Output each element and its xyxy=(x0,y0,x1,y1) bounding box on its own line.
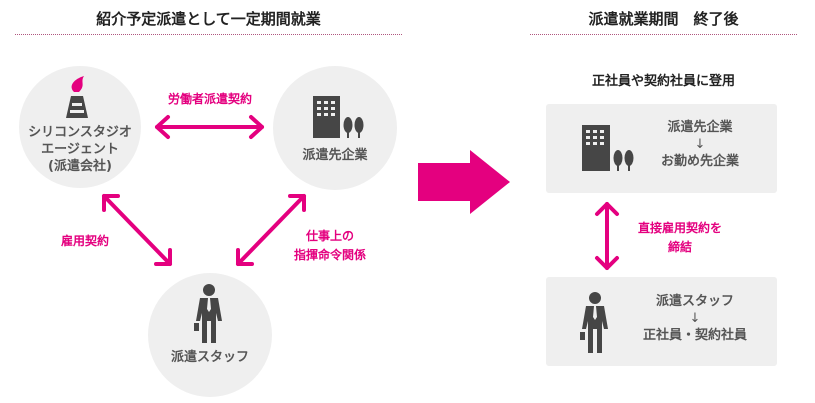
employment-contract-label: 雇用契約 xyxy=(60,234,109,248)
agency-label: シリコンスタジオ エージェント (派遣会社) xyxy=(19,124,141,175)
company-to: お勤め先企業 xyxy=(660,154,739,169)
horizontal-double-arrow xyxy=(155,115,264,139)
command-relation-line2: 指揮命令関係 xyxy=(293,248,366,262)
agency-logo-icon xyxy=(66,76,88,118)
big-right-arrow xyxy=(418,150,510,214)
direct-employment-label: 直接雇用契約を 締結 xyxy=(625,219,735,257)
agency-label-line2: エージェント xyxy=(41,142,119,157)
person-change-label: 派遣スタッフ ↓ 正社員・契約社員 xyxy=(620,292,770,346)
dispatch-contract-label: 労働者派遣契約 xyxy=(167,92,252,106)
command-relation-label: 仕事上の 指揮命令関係 xyxy=(280,227,380,265)
staff-person-icon xyxy=(194,284,222,343)
left-diagonal-double-arrow xyxy=(102,194,172,266)
agency-label-line3: (派遣会社) xyxy=(48,159,112,174)
left-divider xyxy=(15,34,402,35)
right-title: 派遣就業期間 終了後 xyxy=(588,10,739,28)
agency-label-line1: シリコンスタジオ xyxy=(28,125,132,140)
person-to: 正社員・契約社員 xyxy=(642,328,747,343)
direct-employment-line1: 直接雇用契約を xyxy=(637,221,722,235)
person-down-arrow-icon: ↓ xyxy=(689,311,701,326)
building-icon xyxy=(313,96,364,138)
command-relation-line1: 仕事上の xyxy=(305,229,354,243)
company-from: 派遣先企業 xyxy=(667,120,733,135)
person-from: 派遣スタッフ xyxy=(655,294,734,309)
vertical-double-arrow xyxy=(595,202,619,270)
right-diagonal-double-arrow xyxy=(236,194,306,266)
right-divider xyxy=(530,34,797,35)
staff-label: 派遣スタッフ xyxy=(170,350,249,365)
left-title: 紹介予定派遣として一定期間就業 xyxy=(96,10,321,28)
right-subtitle: 正社員や契約社員に登用 xyxy=(591,74,735,89)
company-change-label: 派遣先企業 ↓ お勤め先企業 xyxy=(640,118,760,172)
person-icon xyxy=(580,292,608,353)
company-down-arrow-icon: ↓ xyxy=(694,137,706,152)
direct-employment-line2: 締結 xyxy=(667,240,692,254)
client-label: 派遣先企業 xyxy=(302,148,368,163)
company-building-icon xyxy=(582,125,634,171)
